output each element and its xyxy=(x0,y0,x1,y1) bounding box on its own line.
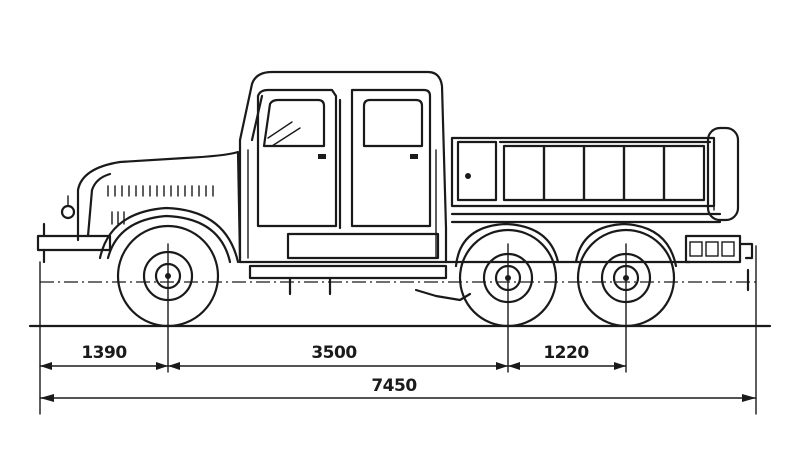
bed-slats xyxy=(502,144,706,202)
rear-fender-2 xyxy=(574,222,678,268)
hood-outline xyxy=(76,150,242,260)
rear-door-window xyxy=(362,98,424,148)
dimension-wheelbase: 3500 xyxy=(311,343,357,363)
headlamp xyxy=(60,204,76,220)
spare-wheel xyxy=(706,126,740,222)
dimension-overall-length: 7450 xyxy=(371,376,417,396)
dimension-rear-axle-spacing: 1220 xyxy=(543,343,589,363)
rear-door-handle xyxy=(410,154,418,159)
front-bumper xyxy=(36,234,112,252)
truck-outline xyxy=(36,70,754,302)
fuel-tank xyxy=(248,264,448,280)
side-step xyxy=(286,232,440,260)
dimension-front-overhang: 1390 xyxy=(81,343,127,363)
front-door-window xyxy=(262,98,326,148)
cab-outline xyxy=(238,70,448,264)
rear-bumper xyxy=(684,234,742,264)
storage-locker xyxy=(456,140,498,202)
rear-door xyxy=(350,88,432,228)
tow-hitch xyxy=(738,242,754,260)
rear-fender-1 xyxy=(454,222,560,268)
front-door-handle xyxy=(318,154,326,159)
dimension-lines xyxy=(39,243,757,415)
front-door xyxy=(256,88,338,228)
hood-louvers xyxy=(107,185,214,225)
front-fender xyxy=(98,206,240,264)
